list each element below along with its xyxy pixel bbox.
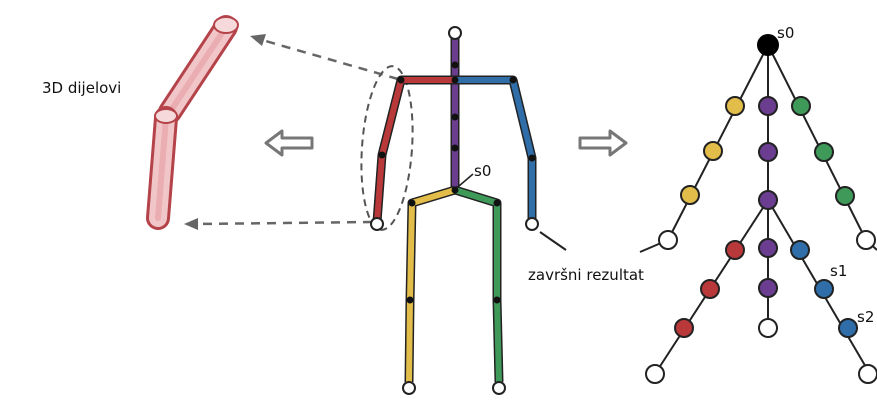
limb-3d-model (146, 15, 239, 230)
projection-guides (195, 38, 399, 226)
label-final-result: završni rezultat (528, 266, 644, 284)
label-3d-parts: 3D dijelovi (42, 79, 121, 97)
hierarchy-tree (639, 34, 877, 384)
label-tree-s0: s0 (777, 24, 794, 42)
result-pointer (539, 231, 567, 251)
label-tree-s2: s2 (857, 308, 874, 326)
guide-arrowhead-bottom (184, 218, 198, 230)
arrow-right-icon (578, 129, 628, 157)
skeleton-figure (360, 26, 539, 395)
label-skeleton-s0: s0 (474, 162, 491, 180)
label-tree-s1: s1 (830, 262, 847, 280)
selection-ellipse (360, 65, 414, 231)
arrow-left-icon (264, 129, 314, 157)
guide-arrowhead-top (250, 34, 266, 46)
